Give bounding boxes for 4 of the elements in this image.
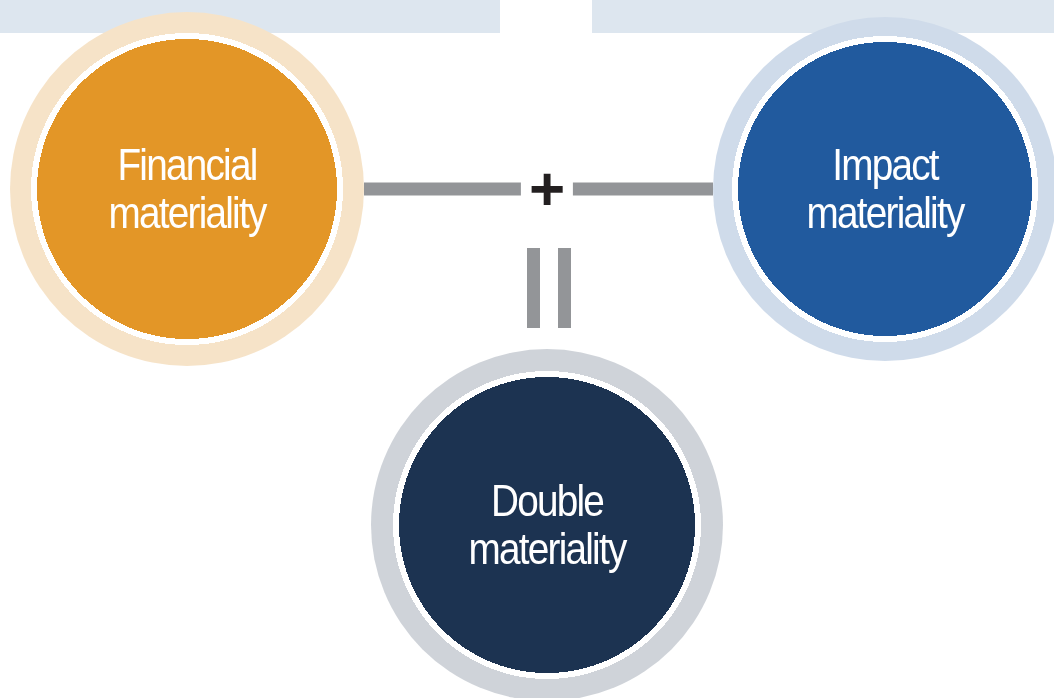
connector-line: [364, 182, 713, 196]
node-label: Impact materiality: [805, 141, 966, 237]
node-label: Double materiality: [467, 477, 628, 573]
node-label: Financial materiality: [107, 141, 268, 237]
